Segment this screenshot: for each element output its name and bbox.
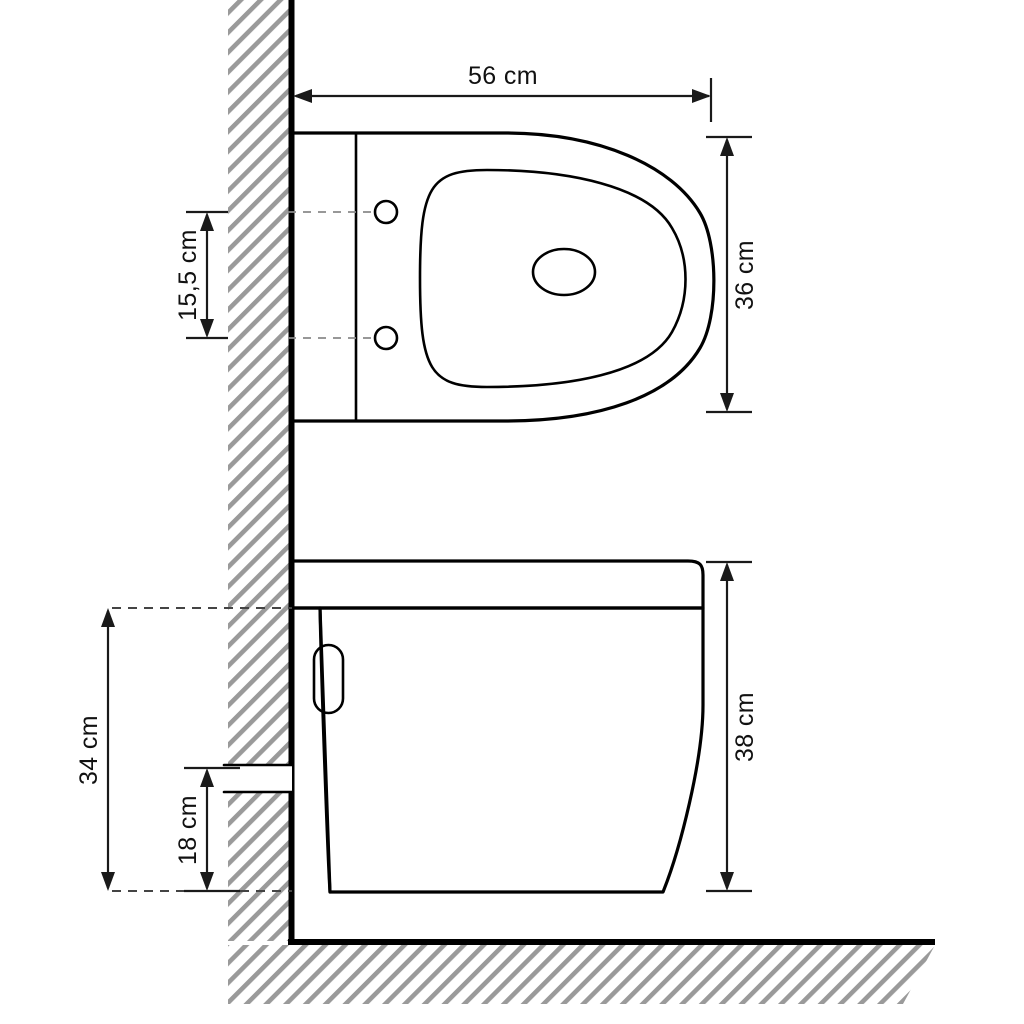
dim-34-arrow-bottom <box>101 872 115 891</box>
side-view <box>290 559 705 894</box>
toilet-rim-band <box>290 559 705 610</box>
floor-hatching <box>228 945 935 1004</box>
dimension-34cm: 34 cm <box>75 607 292 892</box>
bowl-outer-contour <box>291 131 716 423</box>
dim-18-arrow-top <box>200 768 214 787</box>
dim-56-label: 56 cm <box>468 62 538 90</box>
mounting-hole-top <box>373 199 399 225</box>
mounting-hole-bottom <box>373 325 399 351</box>
dim-36-label: 36 cm <box>731 240 759 310</box>
oval-recess-detail <box>312 643 345 715</box>
toilet-body-contour <box>290 606 705 894</box>
top-view <box>291 131 716 423</box>
dim-36-arrow-bottom <box>720 393 734 412</box>
dim-155-label: 15,5 cm <box>174 229 202 321</box>
dim-38-label: 38 cm <box>731 692 759 762</box>
dimension-56cm: 56 cm <box>293 62 713 122</box>
dim-18-label: 18 cm <box>174 795 202 865</box>
bowl-inner-contour <box>418 168 687 389</box>
dim-18-arrow-bottom <box>200 872 214 891</box>
dim-34-arrow-top <box>101 608 115 627</box>
dim-36-arrow-top <box>720 137 734 156</box>
dimension-38cm: 38 cm <box>706 560 759 893</box>
dimension-18cm: 18 cm <box>174 766 240 893</box>
dim-155-arrow-bottom <box>200 319 214 338</box>
dim-38-arrow-bottom <box>720 872 734 891</box>
building-structure <box>222 0 935 1004</box>
dim-56-arrow-right <box>692 89 711 103</box>
dimension-36cm: 36 cm <box>706 135 759 414</box>
dimension-15-5cm: 15,5 cm <box>174 210 375 340</box>
wall-hatching <box>228 0 290 941</box>
waste-outlet-opening <box>222 763 294 794</box>
dim-56-arrow-left <box>293 89 312 103</box>
dim-34-label: 34 cm <box>75 715 103 785</box>
dim-155-arrow-top <box>200 212 214 231</box>
drain-hole <box>531 247 597 297</box>
body-left-edge <box>318 606 332 894</box>
dim-38-arrow-top <box>720 562 734 581</box>
